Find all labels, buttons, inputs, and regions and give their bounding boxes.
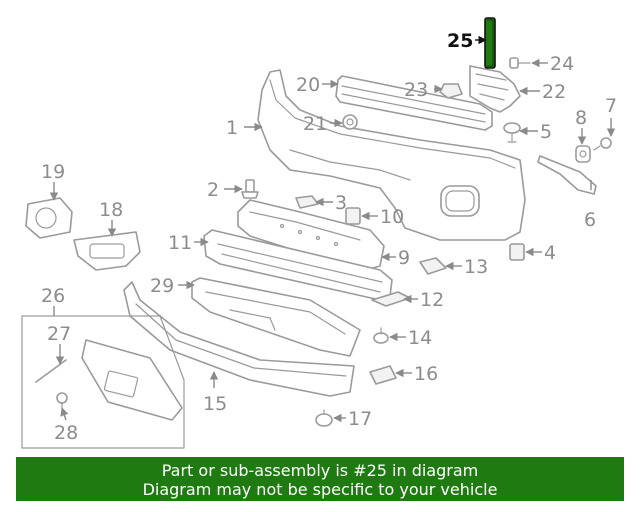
- callout-27: 27: [47, 323, 71, 345]
- bracket-part: [469, 65, 521, 113]
- leader-lines: [49, 35, 616, 423]
- fog-lamp-bezel-19: [25, 197, 73, 239]
- callout-19: 19: [41, 161, 65, 183]
- callout-29: 29: [150, 275, 174, 297]
- clip-13: [419, 257, 447, 275]
- callout-22: 22: [542, 81, 566, 103]
- callout-14: 14: [408, 327, 432, 349]
- callout-13: 13: [464, 256, 488, 278]
- info-banner: Part or sub-assembly is #25 in diagram D…: [16, 457, 624, 501]
- callout-15: 15: [203, 393, 227, 415]
- nut-8: [575, 145, 591, 163]
- callout-8: 8: [575, 107, 587, 129]
- callout-20: 20: [296, 74, 320, 96]
- banner-line-2: Diagram may not be specific to your vehi…: [142, 480, 498, 499]
- push-pin-5: [503, 122, 521, 143]
- callout-23: 23: [404, 79, 428, 101]
- callout-7: 7: [605, 95, 617, 117]
- lower-valance-part-15: [123, 281, 355, 397]
- trim-strip-6: [537, 155, 597, 195]
- callout-1: 1: [226, 117, 238, 139]
- bolt-24: [509, 57, 531, 69]
- callout-16: 16: [414, 363, 438, 385]
- clip-16: [369, 365, 397, 385]
- callout-10: 10: [380, 206, 404, 228]
- bumper-fascia-part: [257, 69, 526, 241]
- bolt-21: [342, 114, 358, 130]
- retainer-10: [345, 207, 361, 225]
- reinforcement-bar-part: [335, 75, 493, 131]
- skid-plate-part-29: [191, 277, 361, 357]
- push-pin-17: [315, 409, 333, 427]
- callout-26: 26: [41, 285, 65, 307]
- screw-7: [593, 137, 612, 151]
- callout-labels: 1 2 3 4 5 6 7 8 9 10 11 12 13 14 15 16 1…: [41, 30, 617, 444]
- callout-18: 18: [99, 199, 123, 221]
- callout-17: 17: [348, 408, 372, 430]
- callout-5: 5: [540, 121, 552, 143]
- callout-24: 24: [550, 53, 574, 75]
- banner-line-1: Part or sub-assembly is #25 in diagram: [161, 461, 479, 480]
- push-pin-14: [373, 327, 389, 344]
- clip-3: [295, 195, 319, 209]
- callout-11: 11: [168, 232, 192, 254]
- callout-28: 28: [54, 422, 78, 444]
- parts-diagram: 1 2 3 4 5 6 7 8 9 10 11 12 13 14 15 16 1…: [21, 17, 617, 449]
- callout-2: 2: [207, 179, 219, 201]
- callout-12: 12: [420, 289, 444, 311]
- bracket-25-part: [484, 17, 496, 69]
- callout-21: 21: [303, 113, 327, 135]
- fog-lamp-18: [73, 231, 141, 271]
- absorber-part-9: [237, 199, 385, 271]
- retainer-4: [509, 243, 525, 261]
- callout-25-highlighted: 25: [447, 30, 473, 52]
- callout-3: 3: [335, 192, 347, 214]
- callout-9: 9: [398, 247, 410, 269]
- callout-6: 6: [584, 209, 596, 231]
- stud-2: [241, 179, 259, 199]
- callout-4: 4: [544, 242, 556, 264]
